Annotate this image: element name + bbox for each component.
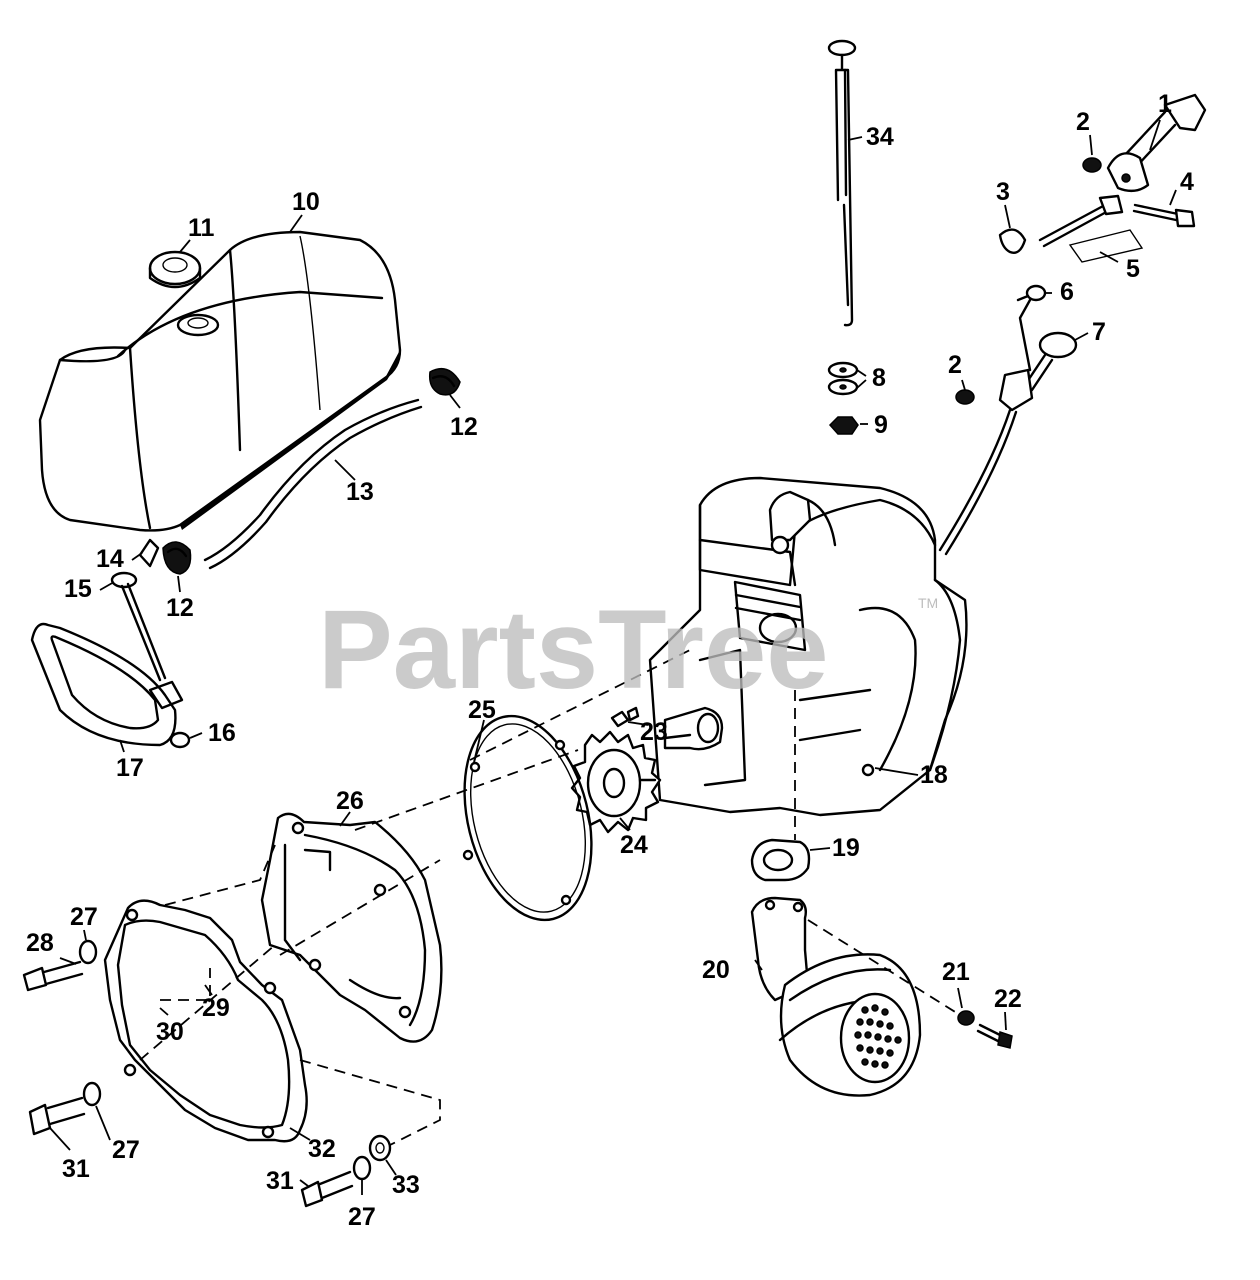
fuel-tank[interactable]: [38, 230, 402, 532]
hose-clamp-lower[interactable]: [162, 541, 192, 575]
lever-bolt[interactable]: [1132, 203, 1196, 228]
muffler[interactable]: [750, 896, 922, 1097]
callout-23: 23: [640, 718, 668, 746]
exhaust-gasket[interactable]: [750, 838, 811, 882]
washer-27-top[interactable]: [78, 939, 98, 965]
callout-2-choke: 2: [948, 351, 962, 379]
lever-nut-upper[interactable]: [1082, 157, 1102, 173]
washer-33[interactable]: [368, 1134, 392, 1162]
callout-12-upper: 12: [450, 413, 478, 441]
callout-29: 29: [202, 994, 230, 1022]
gasket[interactable]: [445, 703, 612, 934]
watermark-text: PartsTree: [318, 587, 829, 712]
hex-nut[interactable]: [828, 416, 859, 435]
gear-key[interactable]: [610, 706, 640, 728]
fuel-fitting[interactable]: [138, 538, 160, 568]
cover-plate[interactable]: [103, 899, 308, 1143]
callout-17: 17: [116, 754, 144, 782]
assembly-lines: [139, 649, 961, 1146]
callout-27-bottom: 27: [348, 1203, 376, 1231]
callout-10: 10: [292, 188, 320, 216]
bolt-28[interactable]: [22, 960, 84, 992]
callout-19: 19: [832, 834, 860, 862]
bolt-31-left[interactable]: [28, 1096, 86, 1136]
watermark-trademark: TM: [918, 595, 938, 611]
callout-15: 15: [64, 575, 92, 603]
washer-27-left[interactable]: [82, 1081, 102, 1107]
exhaust-bolt[interactable]: [976, 1023, 1013, 1049]
hose-clamp-upper[interactable]: [428, 367, 461, 396]
engine-block[interactable]: [648, 476, 968, 817]
timing-gear[interactable]: [570, 730, 662, 834]
callout-20: 20: [702, 956, 730, 984]
washer-set[interactable]: [827, 361, 859, 396]
callout-8: 8: [872, 364, 886, 392]
leader-lines: [49, 119, 1177, 1195]
callout-6: 6: [1060, 278, 1074, 306]
callout-18: 18: [920, 761, 948, 789]
throttle-lever[interactable]: [1038, 93, 1207, 248]
choke-nut[interactable]: [955, 389, 975, 405]
callout-5: 5: [1126, 255, 1140, 283]
lever-spring-clip[interactable]: [998, 228, 1027, 254]
lever-decal[interactable]: [1068, 229, 1144, 263]
washer-27-bottom[interactable]: [352, 1155, 372, 1181]
callout-14: 14: [96, 545, 124, 573]
callout-11: 11: [188, 214, 215, 242]
callout-33: 33: [392, 1171, 420, 1199]
callout-31-left: 31: [62, 1155, 90, 1183]
callout-31-bottom: 31: [266, 1167, 294, 1195]
callout-26: 26: [336, 787, 364, 815]
callout-30: 30: [156, 1018, 184, 1046]
callout-9: 9: [874, 411, 888, 439]
dipstick[interactable]: [827, 39, 857, 327]
callout-labels: 1 2 3 4 5 6 7 2 8 9 34 10 11 12 13 14 15…: [26, 90, 1194, 1231]
strap-bolt[interactable]: [110, 571, 167, 682]
callout-4: 4: [1180, 168, 1194, 196]
adapter-housing[interactable]: [260, 812, 443, 1043]
callout-34: 34: [866, 123, 894, 151]
callout-22: 22: [994, 985, 1022, 1013]
callout-2-lever: 2: [1076, 108, 1090, 136]
callout-27-left: 27: [112, 1136, 140, 1164]
tank-strap[interactable]: [30, 622, 184, 747]
callout-1: 1: [1158, 90, 1172, 118]
callout-12-lower: 12: [166, 594, 194, 622]
strap-nut[interactable]: [169, 731, 191, 749]
callout-28: 28: [26, 929, 54, 957]
callout-3: 3: [996, 178, 1010, 206]
callout-24: 24: [620, 831, 648, 859]
fuel-line[interactable]: [203, 398, 423, 570]
callout-25: 25: [468, 696, 496, 724]
callout-13: 13: [346, 478, 374, 506]
bolt-31-bottom[interactable]: [300, 1170, 354, 1208]
callout-21: 21: [942, 958, 970, 986]
exhaust-lockwasher[interactable]: [957, 1010, 975, 1026]
callout-27-top: 27: [70, 903, 98, 931]
control-cable[interactable]: [938, 408, 1018, 556]
callout-7: 7: [1092, 318, 1106, 346]
choke-lever[interactable]: [998, 298, 1078, 412]
fuel-cap[interactable]: [148, 250, 202, 289]
choke-screw[interactable]: [1016, 284, 1047, 302]
callout-32: 32: [308, 1135, 336, 1163]
callout-16: 16: [208, 719, 236, 747]
muffler-screen: [854, 1004, 902, 1069]
